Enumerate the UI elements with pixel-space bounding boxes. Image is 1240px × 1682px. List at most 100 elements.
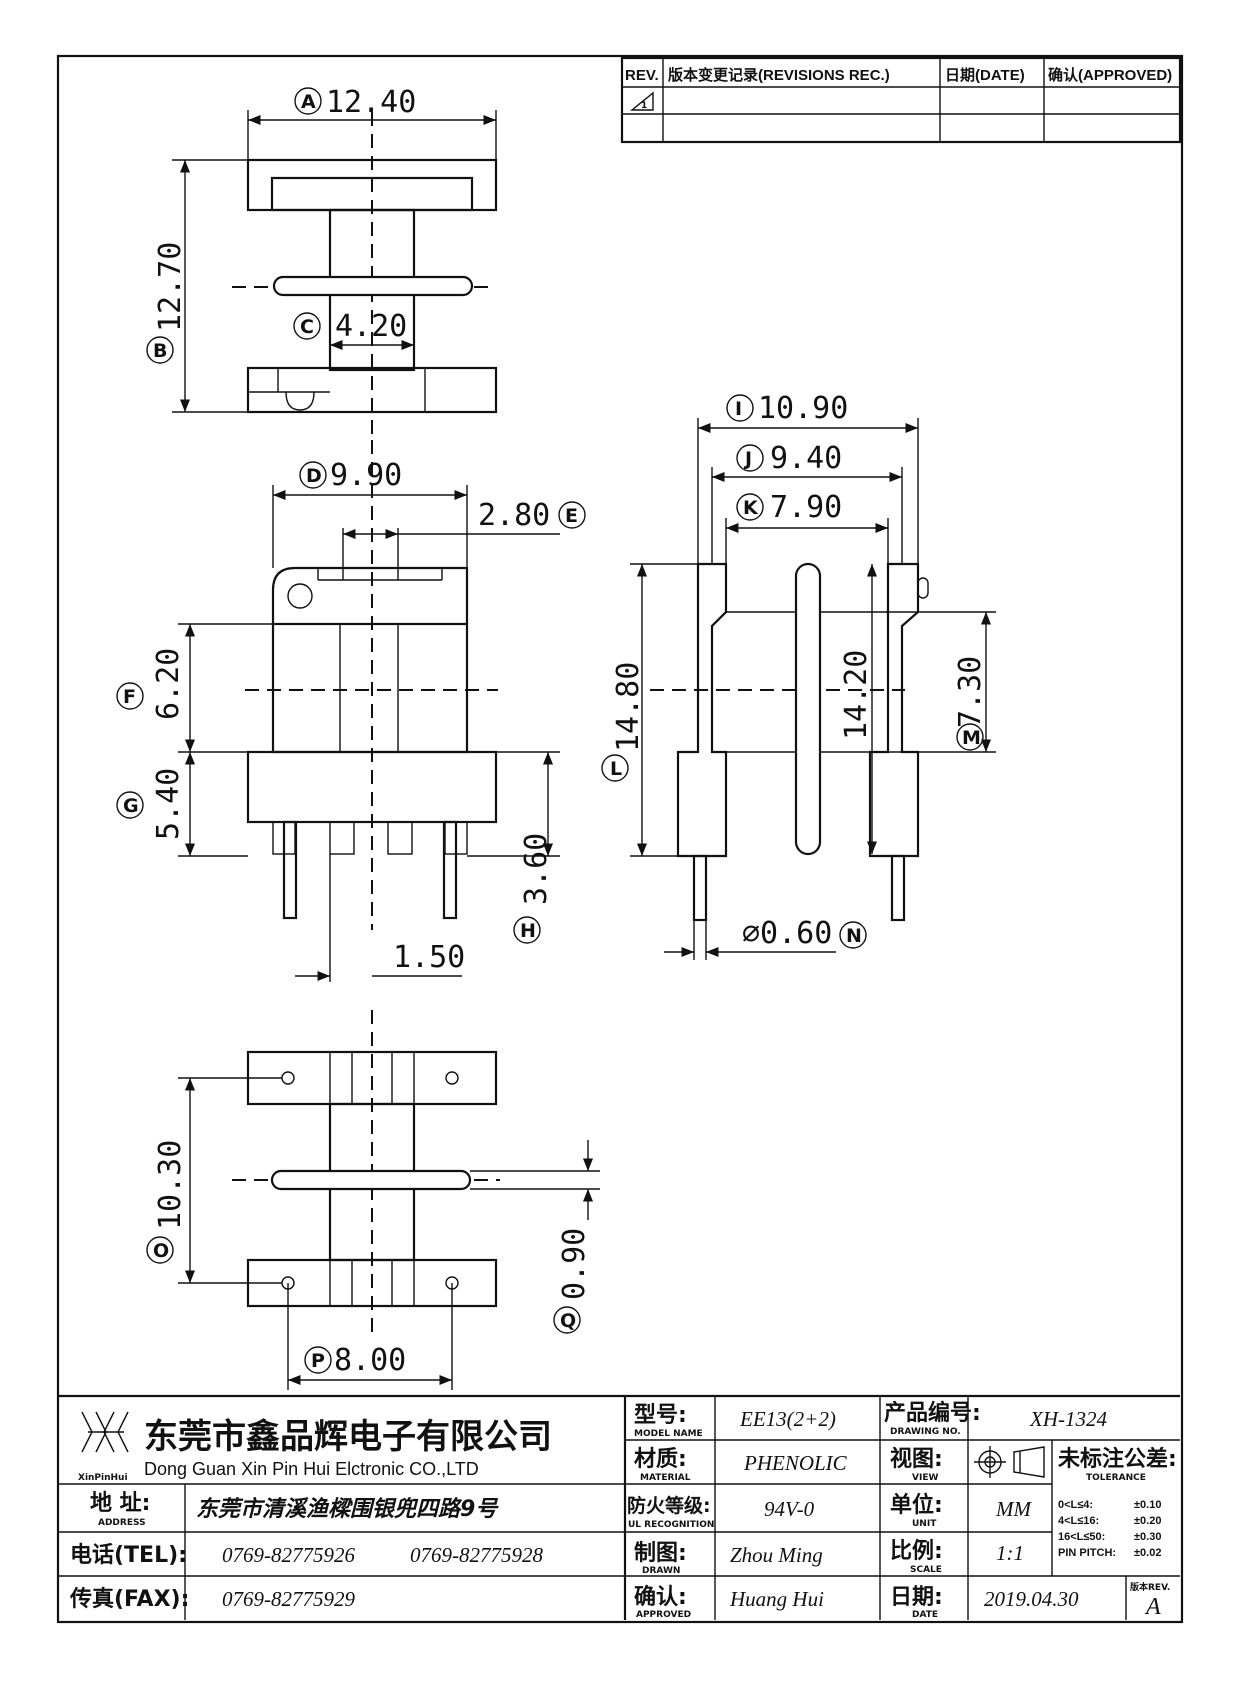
material-label-en: MATERIAL	[640, 1473, 691, 1483]
dim-q-tag: Q	[560, 1310, 576, 1332]
company-name-en: Dong Guan Xin Pin Hui Elctronic CO.,LTD	[144, 1459, 479, 1479]
dimension-k: K 7.90	[725, 490, 889, 612]
approved-value: Huang Hui	[729, 1587, 824, 1611]
dimension-h: 3.60 H	[467, 751, 560, 944]
dim-inner-height-value: 14.20	[839, 650, 874, 740]
drawing-no-label: 产品编号:	[884, 1400, 981, 1426]
model-value: EE13(2+2)	[739, 1407, 836, 1431]
dim-e-value: 2.80	[478, 498, 550, 533]
dim-q-value: 0.90	[557, 1228, 592, 1300]
model-label: 型号:	[634, 1403, 687, 1428]
tolerance-range-3: 16<L≤50:	[1058, 1531, 1105, 1543]
dim-h-value: 3.60	[519, 833, 554, 905]
fire-rating-label-en: UL RECOGNITION	[628, 1520, 714, 1530]
drawn-label: 制图:	[634, 1541, 687, 1566]
dim-a-tag: A	[301, 91, 316, 113]
model-label-en: MODEL NAME	[634, 1429, 703, 1439]
dimension-g: G 5.40	[116, 752, 248, 857]
approved-label: 确认:	[634, 1584, 687, 1610]
dim-e-tag: E	[565, 505, 578, 527]
dim-c-tag: C	[300, 316, 314, 338]
dim-k-value: 7.90	[770, 490, 842, 525]
dimension-n: ⌀0.60 N	[664, 916, 867, 960]
revision-triangle-icon: 1	[630, 91, 654, 111]
dimension-pin-offset: 1.50	[295, 854, 465, 982]
tolerance-range-2: 4<L≤16:	[1058, 1515, 1099, 1527]
dim-c-value: 4.20	[335, 309, 407, 344]
dim-l-tag: L	[610, 758, 622, 780]
drawn-label-en: DRAWN	[642, 1566, 680, 1576]
dim-g-value: 5.40	[151, 768, 186, 840]
tel-2: 0769-82775928	[410, 1543, 543, 1567]
date-label: 日期:	[890, 1585, 943, 1610]
tolerance-range-1: 0<L≤4:	[1058, 1499, 1093, 1511]
dim-f-value: 6.20	[151, 648, 186, 720]
date-col-header: 日期(DATE)	[945, 66, 1025, 84]
title-block: XinPinHui 东莞市鑫品辉电子有限公司 Dong Guan Xin Pin…	[58, 1394, 1180, 1620]
company-name-cn: 东莞市鑫品辉电子有限公司	[144, 1417, 552, 1457]
first-angle-projection-icon	[974, 1446, 1045, 1478]
approved-col-header: 确认(APPROVED)	[1048, 66, 1172, 84]
dimension-d: D 9.90	[272, 458, 468, 568]
dim-n-tag: N	[846, 925, 862, 947]
dim-i-tag: I	[735, 398, 742, 420]
revision-table: REV. 版本变更记录(REVISIONS REC.) 日期(DATE) 确认(…	[620, 56, 1182, 144]
top-view	[232, 112, 498, 440]
dim-f-tag: F	[123, 686, 136, 708]
record-col-header: 版本变更记录(REVISIONS REC.)	[668, 66, 890, 84]
scale-label: 比例:	[890, 1539, 943, 1564]
drawing-border	[56, 54, 1184, 1624]
bottom-view	[232, 1010, 500, 1340]
logo-text: XinPinHui	[78, 1473, 128, 1483]
dim-m-tag: M	[962, 727, 981, 749]
tolerance-value-3: ±0.30	[1134, 1531, 1161, 1543]
dim-a-value: 12.40	[326, 85, 416, 120]
dim-o-value: 10.30	[153, 1140, 188, 1230]
unit-value: MM	[995, 1497, 1032, 1521]
dim-h-tag: H	[520, 920, 536, 942]
dim-p-tag: P	[311, 1350, 325, 1372]
side-view	[650, 562, 996, 922]
dimension-inner-height: 14.20	[839, 564, 878, 854]
tel-label: 电话(TEL):	[70, 1543, 187, 1568]
dim-l-value: 14.80	[611, 662, 646, 752]
fire-rating-value: 94V-0	[764, 1497, 815, 1521]
material-label: 材质:	[634, 1447, 687, 1472]
dimension-o: O 10.30	[146, 1077, 282, 1284]
unit-label-en: UNIT	[912, 1519, 937, 1529]
date-value: 2019.04.30	[984, 1587, 1079, 1611]
dim-pin-offset-value: 1.50	[393, 940, 465, 975]
front-view	[245, 440, 498, 930]
dim-g-tag: G	[123, 795, 139, 817]
rev-value: A	[1144, 1594, 1161, 1620]
fire-rating-label: 防火等级:	[627, 1494, 711, 1517]
scale-value: 1:1	[996, 1541, 1024, 1565]
tolerance-label-en: TOLERANCE	[1086, 1473, 1146, 1483]
rev-label: 版本REV.	[1129, 1581, 1170, 1593]
drawing-no-value: XH-1324	[1029, 1407, 1107, 1431]
dimension-j: J 9.40	[711, 441, 903, 564]
address-label: 地 址:	[90, 1491, 150, 1516]
view-label: 视图:	[890, 1446, 943, 1472]
tolerance-label: 未标注公差:	[1058, 1446, 1177, 1472]
dimension-f: F 6.20	[116, 623, 273, 753]
dimension-b: B 12.70	[146, 159, 248, 413]
dim-p-value: 8.00	[334, 1343, 406, 1378]
scale-label-en: SCALE	[910, 1565, 942, 1575]
dimension-i: I 10.90	[697, 391, 919, 564]
tolerance-range-4: PIN PITCH:	[1058, 1547, 1116, 1559]
tolerance-value-2: ±0.20	[1134, 1515, 1161, 1527]
dim-j-tag: J	[743, 448, 752, 470]
unit-label: 单位:	[890, 1492, 943, 1518]
dimension-m: 7.30 M	[953, 612, 992, 752]
approved-label-en: APPROVED	[636, 1610, 691, 1620]
material-value: PHENOLIC	[743, 1451, 848, 1475]
dimension-p: P 8.00	[287, 1283, 453, 1390]
dimension-q: 0.90 Q	[470, 1140, 600, 1334]
dimension-e: 2.80 E	[342, 498, 586, 580]
fax-label: 传真(FAX):	[69, 1586, 189, 1612]
dim-k-tag: K	[743, 497, 759, 519]
view-label-en: VIEW	[912, 1473, 938, 1483]
company-logo: XinPinHui	[78, 1411, 129, 1483]
